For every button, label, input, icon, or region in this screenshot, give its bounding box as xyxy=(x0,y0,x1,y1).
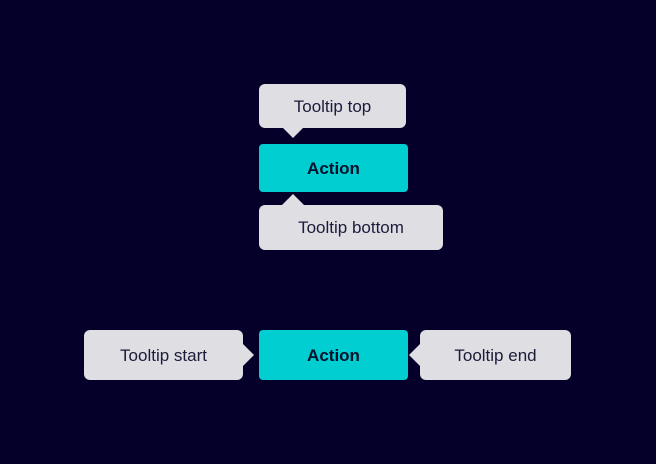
tooltip-bottom-label: Tooltip bottom xyxy=(298,218,404,237)
action-button-horizontal[interactable]: Action xyxy=(259,330,408,380)
tooltip-start-label: Tooltip start xyxy=(120,345,207,365)
tooltip-top-label: Tooltip top xyxy=(293,96,372,116)
action-button-horizontal-label: Action xyxy=(307,345,360,365)
tooltip-top: Tooltip top xyxy=(259,84,406,128)
tooltip-start: Tooltip start xyxy=(84,330,243,380)
tooltip-top-arrow-down-icon xyxy=(282,127,304,138)
tooltip-end-label: Tooltip end xyxy=(454,345,537,365)
tooltip-end-arrow-left-icon xyxy=(409,344,420,366)
tooltip-start-arrow-right-icon xyxy=(243,344,254,366)
tooltip-bottom: Tooltip bottom xyxy=(259,205,443,250)
action-button-vertical[interactable]: Action xyxy=(259,144,408,192)
action-button-vertical-label: Action xyxy=(307,158,360,178)
tooltip-bottom-arrow-up-icon xyxy=(282,194,304,205)
tooltip-end: Tooltip end xyxy=(420,330,571,380)
